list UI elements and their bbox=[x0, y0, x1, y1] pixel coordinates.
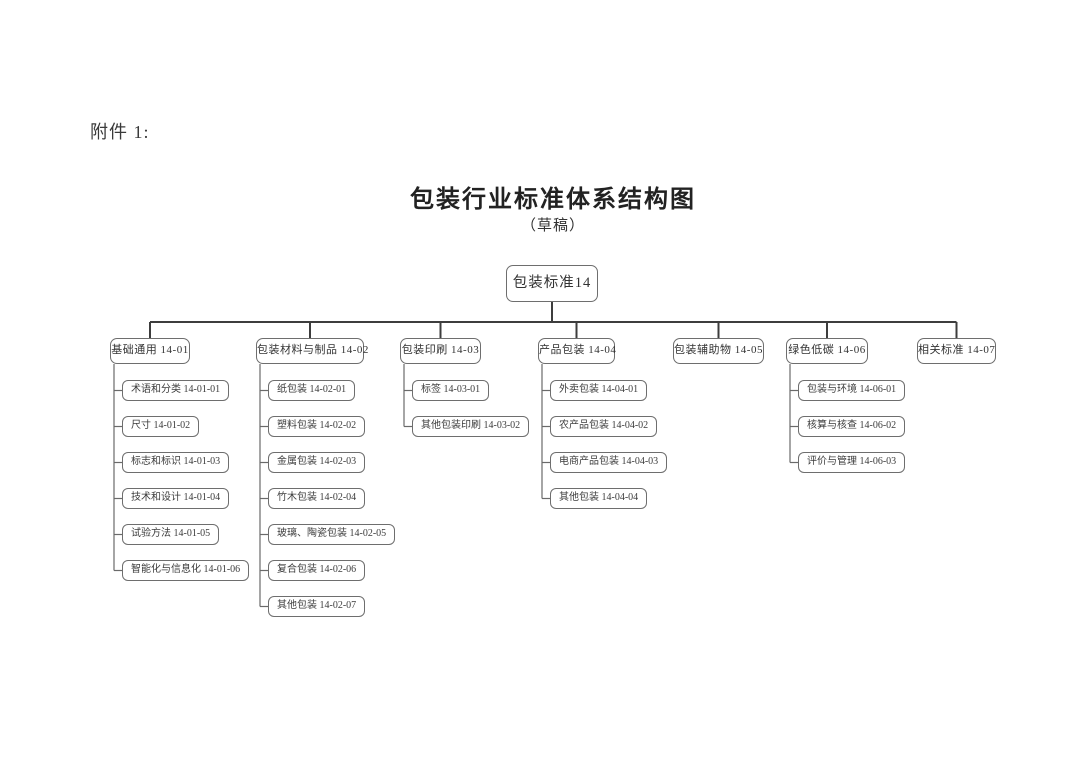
child-node: 竹木包装 14-02-04 bbox=[268, 488, 366, 509]
child-node: 电商产品包装 14-04-03 bbox=[550, 452, 668, 473]
child-node: 技术和设计 14-01-04 bbox=[122, 488, 230, 509]
child-node: 标签 14-03-01 bbox=[412, 380, 490, 401]
child-node: 其他包装 14-02-07 bbox=[268, 596, 366, 617]
child-node: 其他包装 14-04-04 bbox=[550, 488, 648, 509]
child-node: 外卖包装 14-04-01 bbox=[550, 380, 648, 401]
branch-node: 基础通用 14-01 bbox=[110, 338, 190, 364]
child-node: 玻璃、陶瓷包装 14-02-05 bbox=[268, 524, 396, 545]
branch-node: 包装材料与制品 14-02 bbox=[256, 338, 368, 364]
child-node: 尺寸 14-01-02 bbox=[122, 416, 200, 437]
child-node: 农产品包装 14-04-02 bbox=[550, 416, 658, 437]
child-node: 评价与管理 14-06-03 bbox=[798, 452, 906, 473]
child-node: 复合包装 14-02-06 bbox=[268, 560, 366, 581]
branch-node: 包装辅助物 14-05 bbox=[673, 338, 764, 364]
child-node: 试验方法 14-01-05 bbox=[122, 524, 220, 545]
child-node: 智能化与信息化 14-01-06 bbox=[122, 560, 250, 581]
branch-node: 相关标准 14-07 bbox=[917, 338, 996, 364]
child-node: 塑料包装 14-02-02 bbox=[268, 416, 366, 437]
child-node: 标志和标识 14-01-03 bbox=[122, 452, 230, 473]
child-node: 其他包装印刷 14-03-02 bbox=[412, 416, 530, 437]
diagram-title: 包装行业标准体系结构图 bbox=[410, 187, 696, 213]
attachment-label: 附件 1: bbox=[90, 122, 150, 142]
branch-node: 包装印刷 14-03 bbox=[400, 338, 481, 364]
child-node: 核算与核查 14-06-02 bbox=[798, 416, 906, 437]
diagram-subtitle: （草稿） bbox=[520, 218, 586, 234]
branch-node: 产品包装 14-04 bbox=[538, 338, 616, 364]
child-node: 纸包装 14-02-01 bbox=[268, 380, 356, 401]
child-node: 金属包装 14-02-03 bbox=[268, 452, 366, 473]
child-node: 包装与环境 14-06-01 bbox=[798, 380, 906, 401]
branch-node: 绿色低碳 14-06 bbox=[786, 338, 868, 364]
child-node: 术语和分类 14-01-01 bbox=[122, 380, 230, 401]
root-node: 包装标准14 bbox=[506, 265, 598, 302]
